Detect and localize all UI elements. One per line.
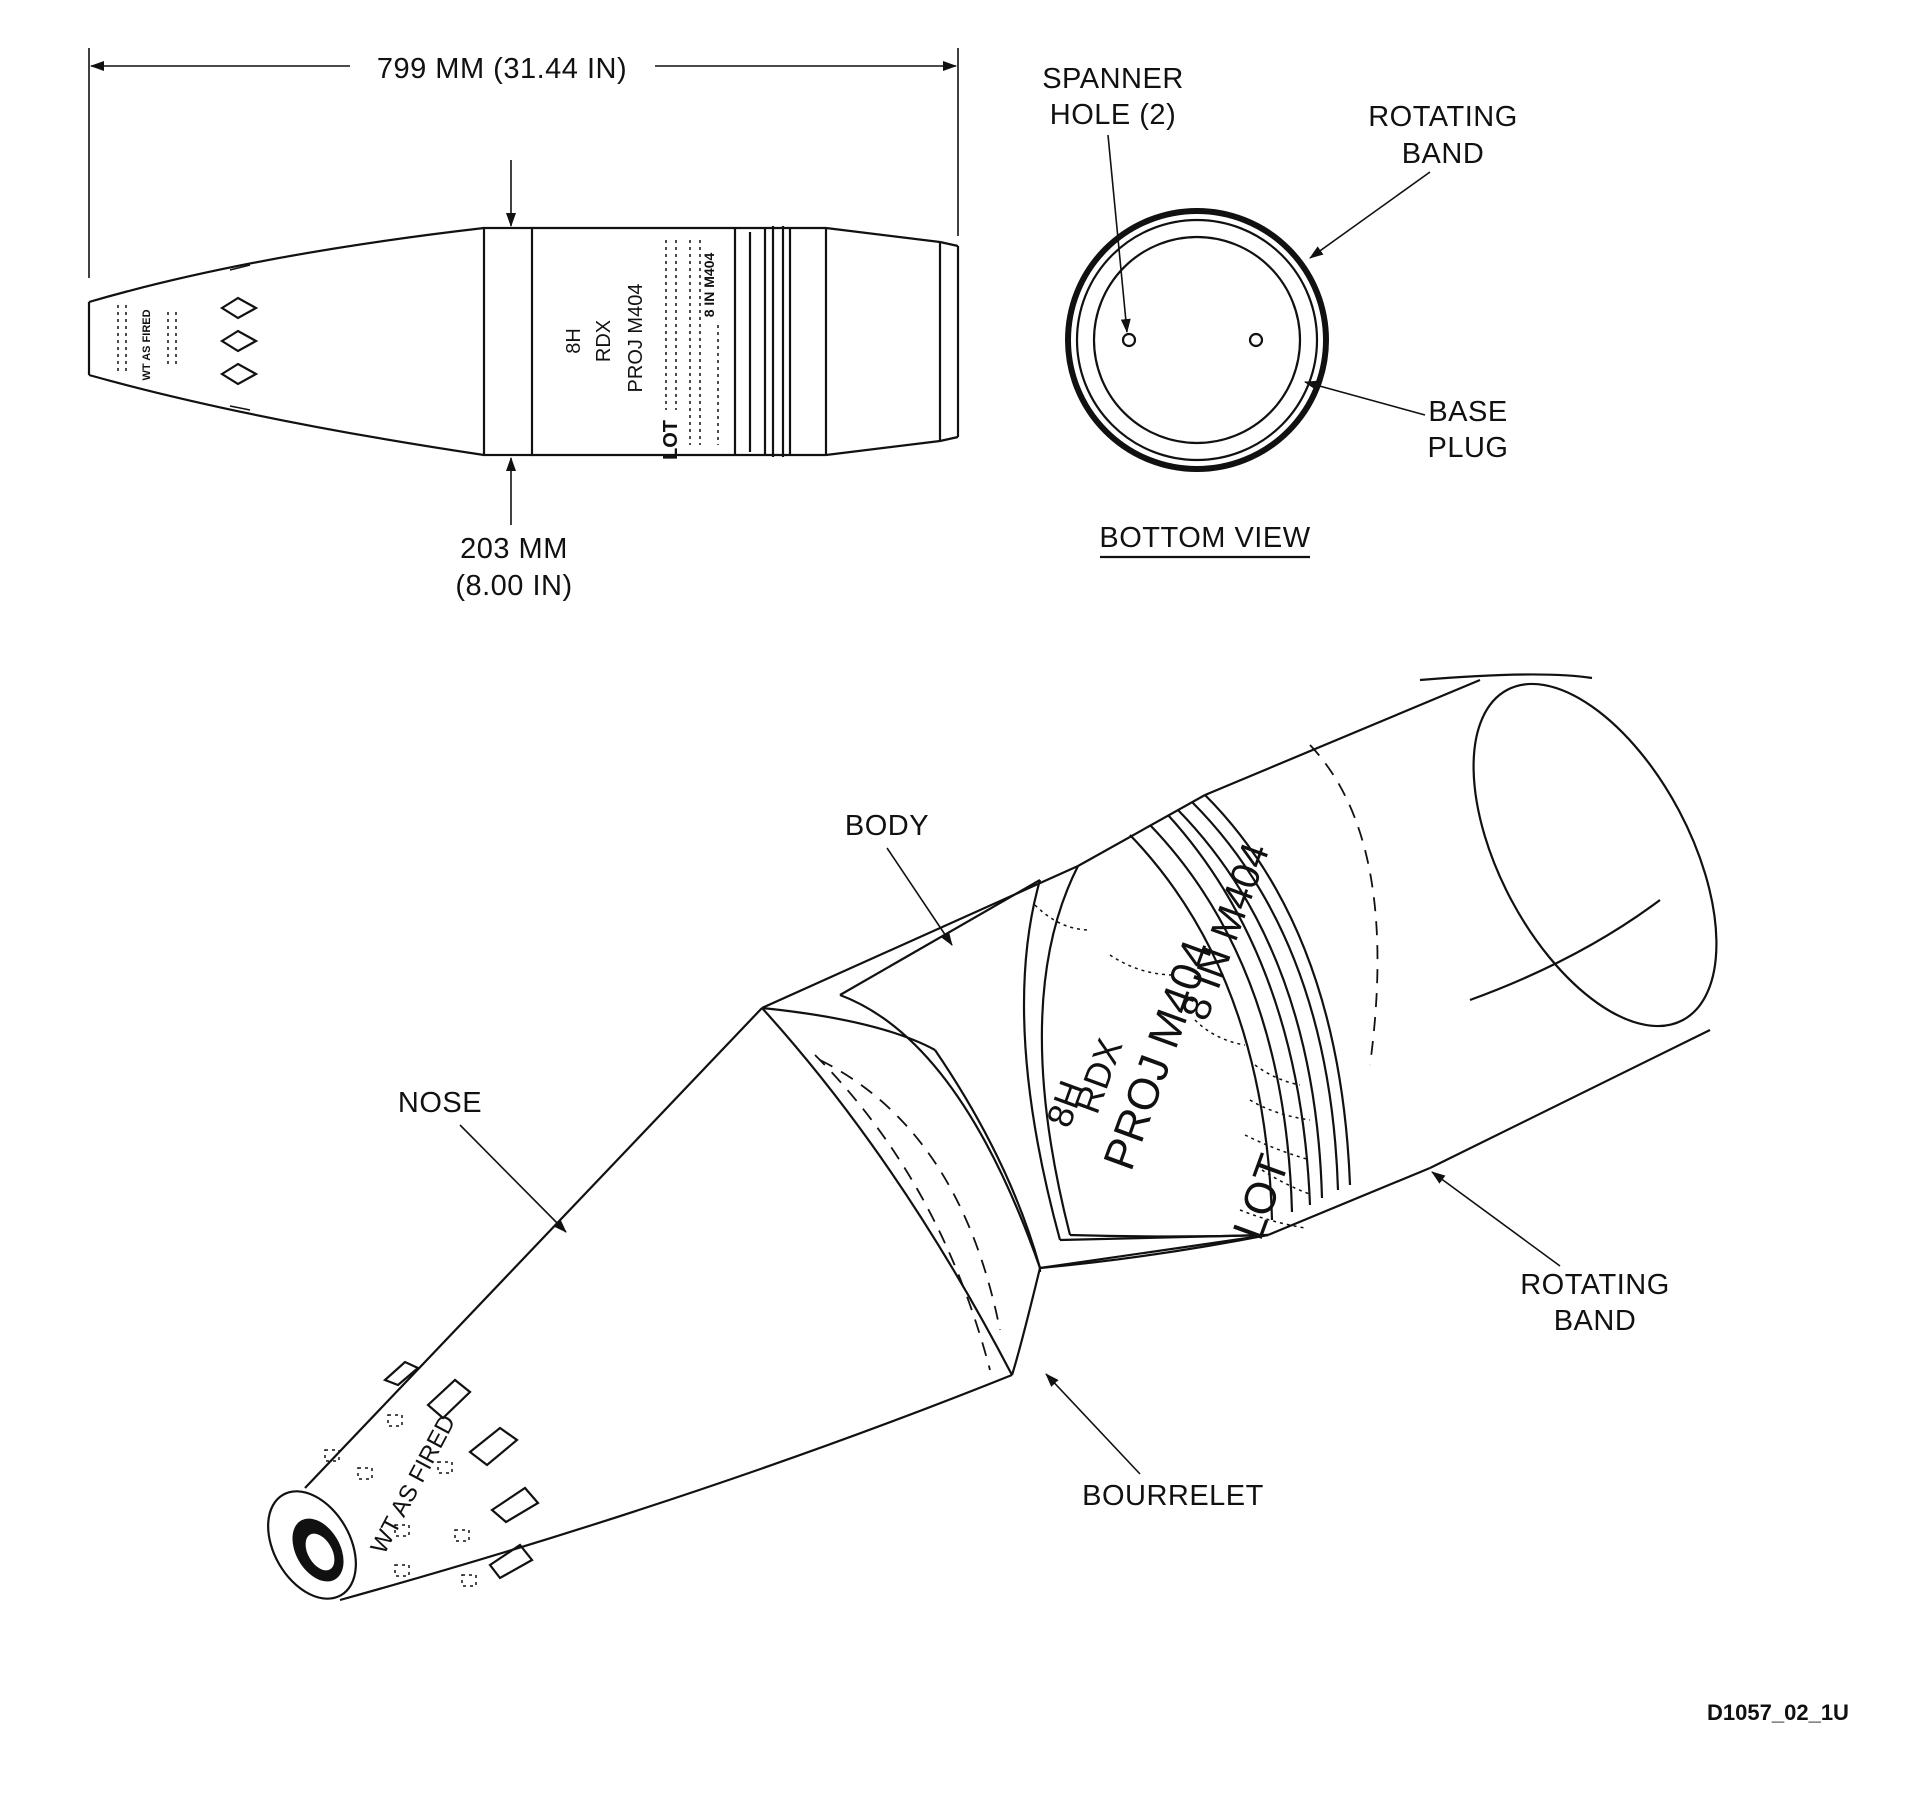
length-label: 799 MM (31.44 IN)	[377, 53, 627, 85]
side-mark-8in: 8 IN M404	[701, 252, 717, 317]
spanner-hole-label-2: HOLE (2)	[1050, 99, 1176, 131]
side-nose-text: WT AS FIRED	[141, 309, 153, 380]
iso-nose-dotted-marks	[324, 1414, 477, 1587]
bottom-rotating-band-label-1: ROTATING	[1368, 101, 1518, 133]
side-rotating-band	[733, 226, 792, 457]
iso-bourrelet	[761, 993, 1042, 1376]
figure-id: D1057_02_1U	[1707, 1700, 1849, 1725]
side-mark-rdx: RDX	[593, 320, 615, 362]
body-label: BODY	[845, 810, 929, 842]
bottom-rotating-band-ring	[1065, 208, 1329, 472]
side-nose-diamonds	[219, 296, 259, 386]
spanner-hole-right	[1248, 332, 1264, 348]
iso-body-dotted-marks	[1034, 904, 1313, 1229]
bottom-view: SPANNER HOLE (2) ROTATING BAND BASE PLUG…	[1042, 63, 1518, 559]
base-plug-label-1: BASE	[1428, 396, 1507, 428]
bottom-outer-edge	[1075, 218, 1319, 462]
base-plug-label-2: PLUG	[1428, 432, 1509, 464]
side-base	[790, 226, 960, 457]
bottom-view-title: BOTTOM VIEW	[1099, 522, 1310, 554]
side-body: 8H RDX PROJ M404 LOT 8 IN M404	[532, 226, 735, 460]
side-nose-dotted-marks	[117, 305, 177, 372]
iso-body	[761, 864, 1269, 1270]
iso-base	[1204, 673, 1718, 1169]
side-mark-lot: LOT	[660, 420, 682, 460]
side-view: 799 MM (31.44 IN) WT AS FIRED	[87, 48, 960, 602]
iso-rotating-band-label-1: ROTATING	[1520, 1269, 1670, 1301]
side-body-dotted-marks	[665, 240, 719, 445]
spanner-hole-left	[1121, 332, 1137, 348]
spanner-hole-label-1: SPANNER	[1042, 63, 1184, 95]
iso-body-markings: 8H RDX PROJ M404 LOT 8 IN M404	[1034, 837, 1313, 1246]
length-dimension: 799 MM (31.44 IN)	[88, 48, 959, 278]
iso-rotating-band	[1077, 794, 1431, 1237]
side-mark-proj: PROJ M404	[625, 284, 647, 393]
bourrelet-label: BOURRELET	[1082, 1480, 1264, 1512]
nose-label: NOSE	[398, 1087, 482, 1119]
side-bourrelet: 203 MM (8.00 IN)	[455, 160, 572, 602]
side-mark-8h: 8H	[563, 328, 585, 354]
side-nose: WT AS FIRED	[87, 226, 485, 457]
diameter-mm-label: 203 MM	[460, 533, 568, 565]
isometric-view: WT AS FIRED 8H RDX PROJ M404 LOT 8 IN M4…	[267, 673, 1718, 1602]
iso-rotating-band-label-2: BAND	[1554, 1305, 1637, 1337]
bottom-base-plug	[1092, 235, 1302, 445]
diameter-in-label: (8.00 IN)	[455, 570, 572, 602]
iso-nose-diamonds	[382, 1360, 540, 1580]
iso-nose: WT AS FIRED	[267, 1007, 1013, 1602]
bottom-rotating-band-label-2: BAND	[1402, 138, 1485, 170]
iso-callouts: BODY NOSE ROTATING BAND BOURRELET	[398, 810, 1670, 1512]
iso-mark-lot: LOT	[1224, 1148, 1299, 1245]
iso-nose-text: WT AS FIRED	[366, 1411, 462, 1559]
